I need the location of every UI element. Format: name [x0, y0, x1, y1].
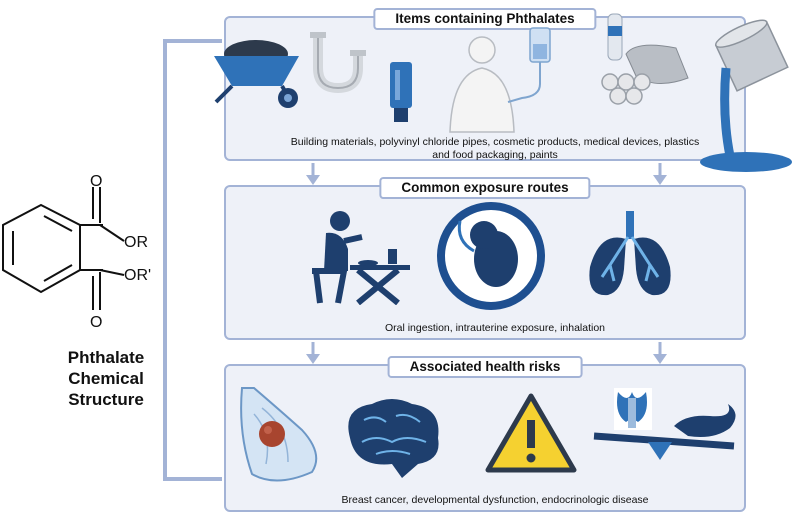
structure-label-line: Structure [68, 390, 144, 409]
paint-can-icon [700, 19, 792, 172]
fetus-icon [437, 202, 545, 310]
pipe-icon [310, 32, 366, 94]
brain-icon [348, 399, 439, 478]
panel-title: Associated health risks [387, 356, 583, 378]
chemical-structure: O O OR OR' [2, 175, 151, 331]
arrow-down-left [306, 342, 320, 364]
caption-line: Building materials, polyvinyl chloride p… [290, 136, 700, 148]
panel-associated-health-risks: Associated health risks Breast cancer, [224, 356, 746, 512]
chemical-structure-label: Phthalate Chemical Structure [36, 347, 176, 410]
arrow-down-left [306, 163, 320, 185]
panel-title: Items containing Phthalates [373, 8, 597, 30]
panel-caption: Breast cancer, developmental dysfunction… [266, 494, 724, 507]
panel-common-exposure-routes: Common exposure routes Oral ingestion, i… [224, 177, 746, 340]
patient-iv-icon [449, 27, 551, 133]
arrow-down-right [653, 163, 667, 185]
plastic-packaging-icon [601, 13, 689, 105]
breast-tumor-icon [240, 387, 318, 482]
structure-label-line: Phthalate [67, 348, 145, 367]
panel-caption: Oral ingestion, intrauterine exposure, i… [266, 322, 724, 335]
panel-title: Common exposure routes [379, 177, 591, 199]
oxygen-top-label: O [90, 175, 102, 190]
arrow-down-right [653, 342, 667, 364]
warning-icon [485, 393, 577, 473]
lungs-icon [589, 211, 671, 296]
eating-person-icon [312, 211, 410, 305]
wheelbarrow-icon [214, 40, 299, 108]
oxygen-bottom-label: O [90, 314, 102, 331]
caption-line: Oral ingestion, intrauterine exposure, i… [384, 322, 606, 334]
thyroid-pancreas-balance-icon [593, 388, 736, 460]
caption-line: and food packaging, paints [432, 149, 558, 161]
bracket-connector [163, 39, 222, 481]
caption-line: Breast cancer, developmental dysfunction… [341, 494, 649, 506]
or-prime-group-label: OR' [124, 267, 151, 284]
panel-items-containing-phthalates: Items containing Phthalates [214, 8, 746, 162]
cosmetic-tube-icon [390, 62, 412, 122]
structure-label-line: Chemical [68, 369, 144, 388]
panel-caption: Building materials, polyvinyl chloride p… [266, 136, 724, 162]
or-group-label: OR [124, 234, 148, 251]
